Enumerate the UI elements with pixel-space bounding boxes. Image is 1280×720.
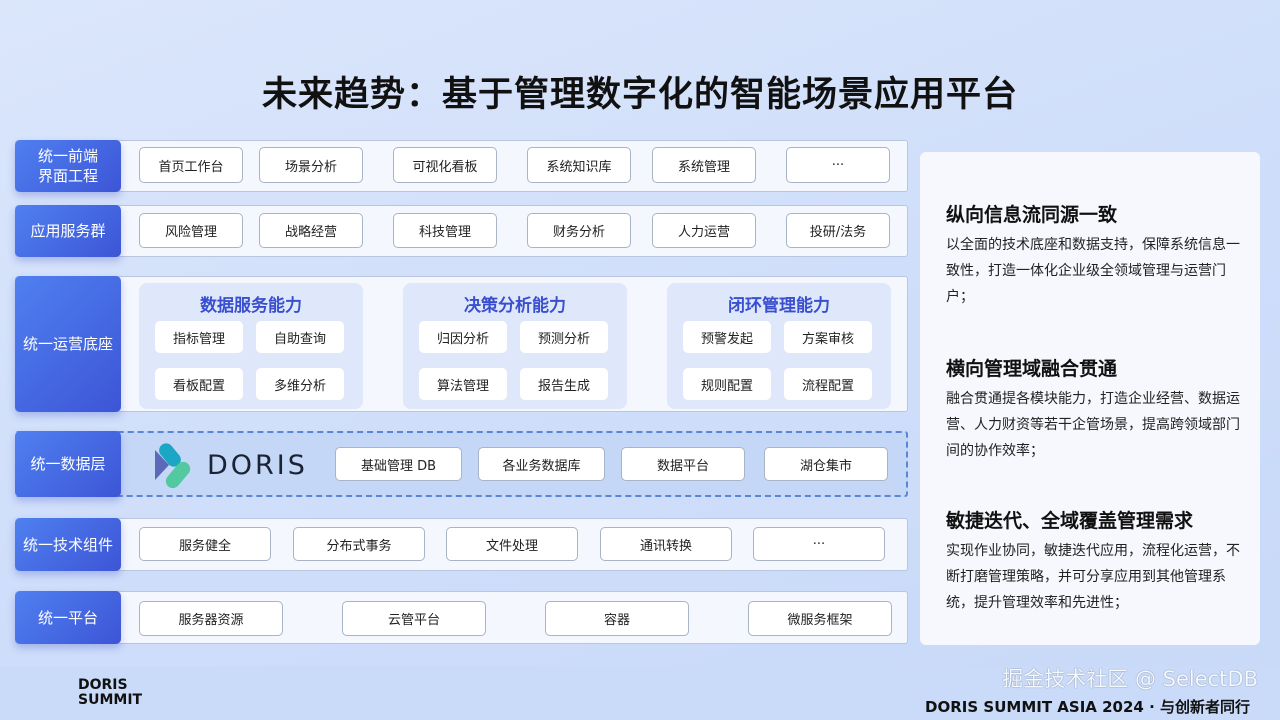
doris-logo: DORIS — [155, 442, 308, 488]
panel-text: 融合贯通提各模块能力，打造企业经营、数据运营、人力财资等若干企管场景，提高跨领域… — [946, 391, 1240, 459]
capability-group-title: 数据服务能力 — [200, 296, 302, 316]
service-item-button[interactable]: 人力运营 — [652, 213, 756, 248]
capability-item-button[interactable]: 多维分析 — [256, 368, 344, 400]
tech-item-button[interactable]: 通讯转换 — [600, 527, 732, 561]
capability-item-button[interactable]: 预警发起 — [683, 321, 771, 353]
platform-item-button[interactable]: 云管平台 — [342, 601, 486, 636]
tech-item-button[interactable]: 服务健全 — [139, 527, 271, 561]
footer-logo: DORIS SUMMIT — [78, 678, 142, 708]
platform-item-button[interactable]: 容器 — [545, 601, 689, 636]
panel-text: 实现作业协同，敏捷迭代应用，流程化运营，不断打磨管理策略，并可分享应用到其他管理… — [946, 543, 1240, 611]
capability-item-button[interactable]: 规则配置 — [683, 368, 771, 400]
info-panel: 纵向信息流同源一致 以全面的技术底座和数据支持，保障系统信息一致性，打造一体化企… — [920, 152, 1260, 645]
capability-item-button[interactable]: 预测分析 — [520, 321, 608, 353]
label-frontend: 统一前端 界面工程 — [15, 140, 121, 192]
capability-item-button[interactable]: 方案审核 — [784, 321, 872, 353]
capability-group: 数据服务能力指标管理自助查询看板配置多维分析 — [139, 283, 363, 409]
frontend-item-button[interactable]: 系统管理 — [652, 147, 756, 183]
footer: DORIS SUMMIT 掘金技术社区 @ SelectDB DORIS SUM… — [0, 666, 1280, 720]
footer-logo-line1: DORIS — [78, 677, 128, 693]
capability-item-button[interactable]: 报告生成 — [520, 368, 608, 400]
capability-item-button[interactable]: 流程配置 — [784, 368, 872, 400]
capability-item-button[interactable]: 算法管理 — [419, 368, 507, 400]
watermark: 掘金技术社区 @ SelectDB — [1002, 667, 1258, 691]
capability-group: 决策分析能力归因分析预测分析算法管理报告生成 — [403, 283, 627, 409]
capability-item-button[interactable]: 指标管理 — [155, 321, 243, 353]
panel-heading: 横向管理域融合贯通 — [946, 358, 1118, 380]
platform-item-button[interactable]: 服务器资源 — [139, 601, 283, 636]
label-tech: 统一技术组件 — [15, 518, 121, 571]
service-item-button[interactable]: 战略经营 — [259, 213, 363, 248]
frontend-item-button[interactable]: 可视化看板 — [393, 147, 497, 183]
label-platform: 统一平台 — [15, 591, 121, 644]
capability-item-button[interactable]: 自助查询 — [256, 321, 344, 353]
service-item-button[interactable]: 风险管理 — [139, 213, 243, 248]
panel-heading: 纵向信息流同源一致 — [946, 204, 1118, 226]
tech-item-button[interactable]: 分布式事务 — [293, 527, 425, 561]
frontend-item-button[interactable]: 首页工作台 — [139, 147, 243, 183]
data-item-button[interactable]: 各业务数据库 — [478, 447, 605, 481]
capability-group: 闭环管理能力预警发起方案审核规则配置流程配置 — [667, 283, 891, 409]
footer-event-text: DORIS SUMMIT ASIA 2024 · 与创新者同行 — [925, 698, 1250, 716]
label-ops: 统一运营底座 — [15, 276, 121, 412]
capability-group-title: 闭环管理能力 — [728, 296, 830, 316]
data-item-button[interactable]: 基础管理 DB — [335, 447, 462, 481]
data-item-button[interactable]: 湖仓集市 — [764, 447, 888, 481]
page-title: 未来趋势：基于管理数字化的智能场景应用平台 — [261, 75, 1018, 115]
label-services: 应用服务群 — [15, 205, 121, 257]
frontend-item-button[interactable]: ··· — [786, 147, 890, 183]
service-item-button[interactable]: 财务分析 — [527, 213, 631, 248]
frontend-item-button[interactable]: 系统知识库 — [527, 147, 631, 183]
capability-item-button[interactable]: 归因分析 — [419, 321, 507, 353]
platform-item-button[interactable]: 微服务框架 — [748, 601, 892, 636]
service-item-button[interactable]: 科技管理 — [393, 213, 497, 248]
doris-logo-text: DORIS — [207, 449, 308, 481]
data-item-button[interactable]: 数据平台 — [621, 447, 745, 481]
footer-logo-line2: SUMMIT — [78, 692, 143, 708]
service-item-button[interactable]: 投研/法务 — [786, 213, 890, 248]
capability-item-button[interactable]: 看板配置 — [155, 368, 243, 400]
frontend-item-button[interactable]: 场景分析 — [259, 147, 363, 183]
tech-item-button[interactable]: 文件处理 — [446, 527, 578, 561]
doris-logo-icon — [155, 443, 191, 488]
label-data: 统一数据层 — [15, 431, 121, 497]
panel-text: 以全面的技术底座和数据支持，保障系统信息一致性，打造一体化企业级全领域管理与运营… — [946, 237, 1240, 305]
panel-heading: 敏捷迭代、全域覆盖管理需求 — [946, 510, 1194, 532]
tech-item-button[interactable]: ··· — [753, 527, 885, 561]
capability-group-title: 决策分析能力 — [464, 296, 566, 316]
